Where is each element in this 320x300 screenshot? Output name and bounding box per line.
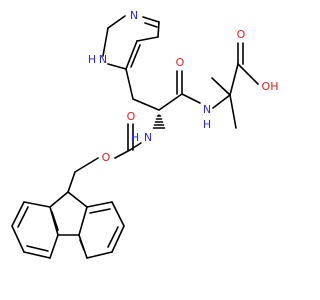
atom-acid-o: O: [237, 28, 246, 41]
bond-lb-5: [49, 234, 59, 259]
bond-c9a-c4a: [49, 206, 59, 236]
bond-rb-3i: [107, 226, 119, 248]
bond-lb-4i: [26, 245, 49, 252]
bond-ch2-calpha: [132, 98, 160, 111]
bond-n3-c2: [157, 21, 160, 38]
bond-cq-methyl1: [229, 94, 237, 129]
atom-carbamate-h: H: [131, 131, 139, 144]
bond-layer: [11, 15, 259, 259]
bond-lb-4: [23, 251, 51, 259]
bond-rb-4: [86, 251, 113, 259]
bond-oester-ch2: [74, 157, 99, 173]
atom-carbamate-o-double: O: [127, 110, 136, 123]
bond-rb-3: [111, 225, 125, 253]
bond-c2-n1-a: [142, 16, 160, 23]
bond-c4-n3: [136, 36, 159, 42]
atom-imidazole-nh: N: [99, 53, 107, 66]
bond-lb-3: [11, 225, 25, 253]
atom-imidazole-n: N: [130, 9, 138, 22]
bond-c5-c4-inner: [130, 44, 141, 68]
bond-c5-c4: [125, 40, 138, 70]
bond-n1-c-right: [107, 15, 126, 29]
bond-rb-5i: [79, 239, 85, 251]
bond-lb-2i: [17, 206, 29, 228]
bond-ccarbonyl-nh: [181, 93, 201, 104]
bond-cq-cacid: [229, 63, 239, 96]
bond-ccarbamate-oester: [114, 149, 131, 159]
bond-lb-6i: [51, 211, 59, 231]
bond-c5-ch2: [125, 68, 134, 100]
bond-rb-1i: [89, 208, 111, 214]
atom-carbamate-o-ester: O: [102, 151, 111, 164]
stereo-hash-bond: [152, 114, 166, 129]
bond-lb-1: [23, 201, 51, 208]
bond-cq-methyl2: [211, 77, 231, 96]
bond-rb-1: [86, 201, 113, 208]
atom-amide-o: O: [176, 56, 185, 69]
bond-nh-ccarbamate: [129, 142, 142, 151]
bond-nh-cq: [212, 94, 231, 109]
atom-amide-h: H: [203, 118, 211, 131]
bond-lb-2: [11, 201, 25, 227]
atom-imidazole-h: H: [88, 53, 96, 66]
atom-acid-oh: OH: [262, 80, 279, 93]
atom-amide-n: N: [203, 103, 211, 116]
bond-c2-n1-b: [144, 22, 158, 28]
molecule-structure: H N N O N H O OH H N O O: [11, 9, 279, 259]
bond-c8a-c4b: [78, 206, 88, 236]
bond-cacid-oh: [237, 63, 259, 85]
atom-label-layer: H N N O N H O OH H N O O: [88, 9, 279, 164]
bond-c9-c9a: [49, 191, 69, 208]
bond-calpha-ccarbonyl: [158, 93, 183, 111]
bond-nh-c5: [107, 63, 127, 70]
bond-c9-c8a: [67, 191, 88, 208]
atom-carbamate-n: N: [144, 131, 152, 144]
bond-nh-ch: [102, 27, 109, 57]
bond-rb-2: [111, 201, 125, 227]
bond-ch2-c9: [67, 171, 76, 193]
